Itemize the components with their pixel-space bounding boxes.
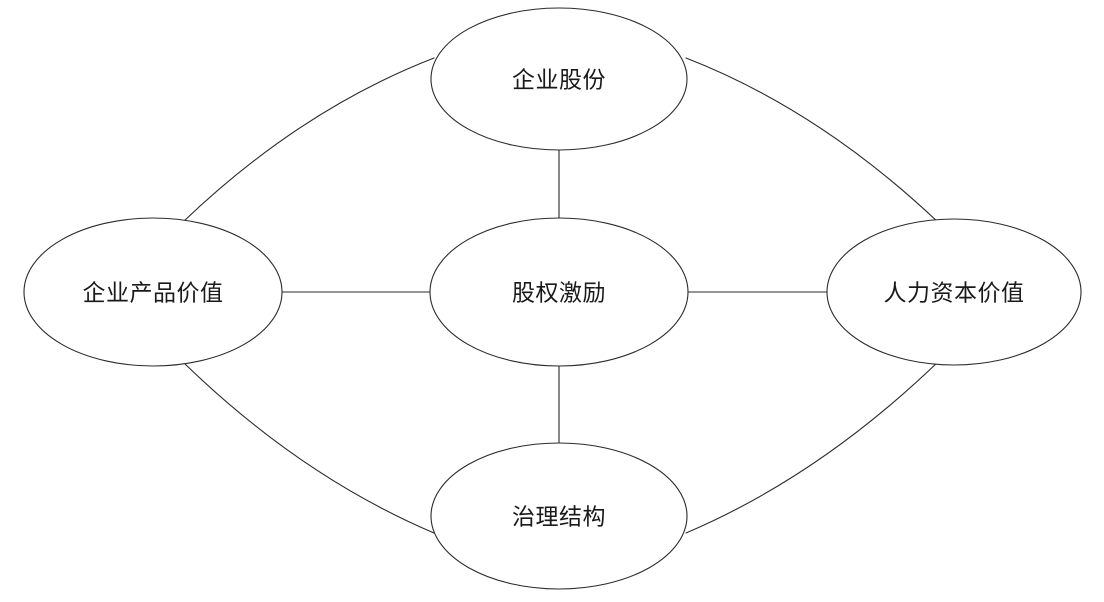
node-bottom-label: 治理结构 (512, 505, 606, 531)
node-bottom[interactable]: 治理结构 (430, 442, 688, 590)
node-center-label: 股权激励 (512, 281, 606, 307)
node-top-label: 企业股份 (512, 68, 606, 94)
node-top-ellipse[interactable] (430, 7, 688, 151)
node-bottom-ellipse[interactable] (430, 442, 688, 590)
node-right-label: 人力资本价值 (884, 281, 1025, 307)
edge-top-to-right (685, 57, 941, 225)
node-right[interactable]: 人力资本价值 (826, 218, 1082, 366)
node-center[interactable]: 股权激励 (429, 217, 689, 367)
edge-bottom-to-left (182, 361, 435, 534)
node-right-ellipse[interactable] (826, 218, 1082, 366)
node-center-ellipse[interactable] (429, 217, 689, 367)
edge-right-to-bottom (685, 359, 941, 534)
node-left-ellipse[interactable] (23, 217, 283, 367)
edge-left-to-top (182, 57, 435, 223)
node-top[interactable]: 企业股份 (430, 7, 688, 151)
node-left[interactable]: 企业产品价值 (23, 217, 283, 367)
node-left-label: 企业产品价值 (83, 281, 224, 307)
